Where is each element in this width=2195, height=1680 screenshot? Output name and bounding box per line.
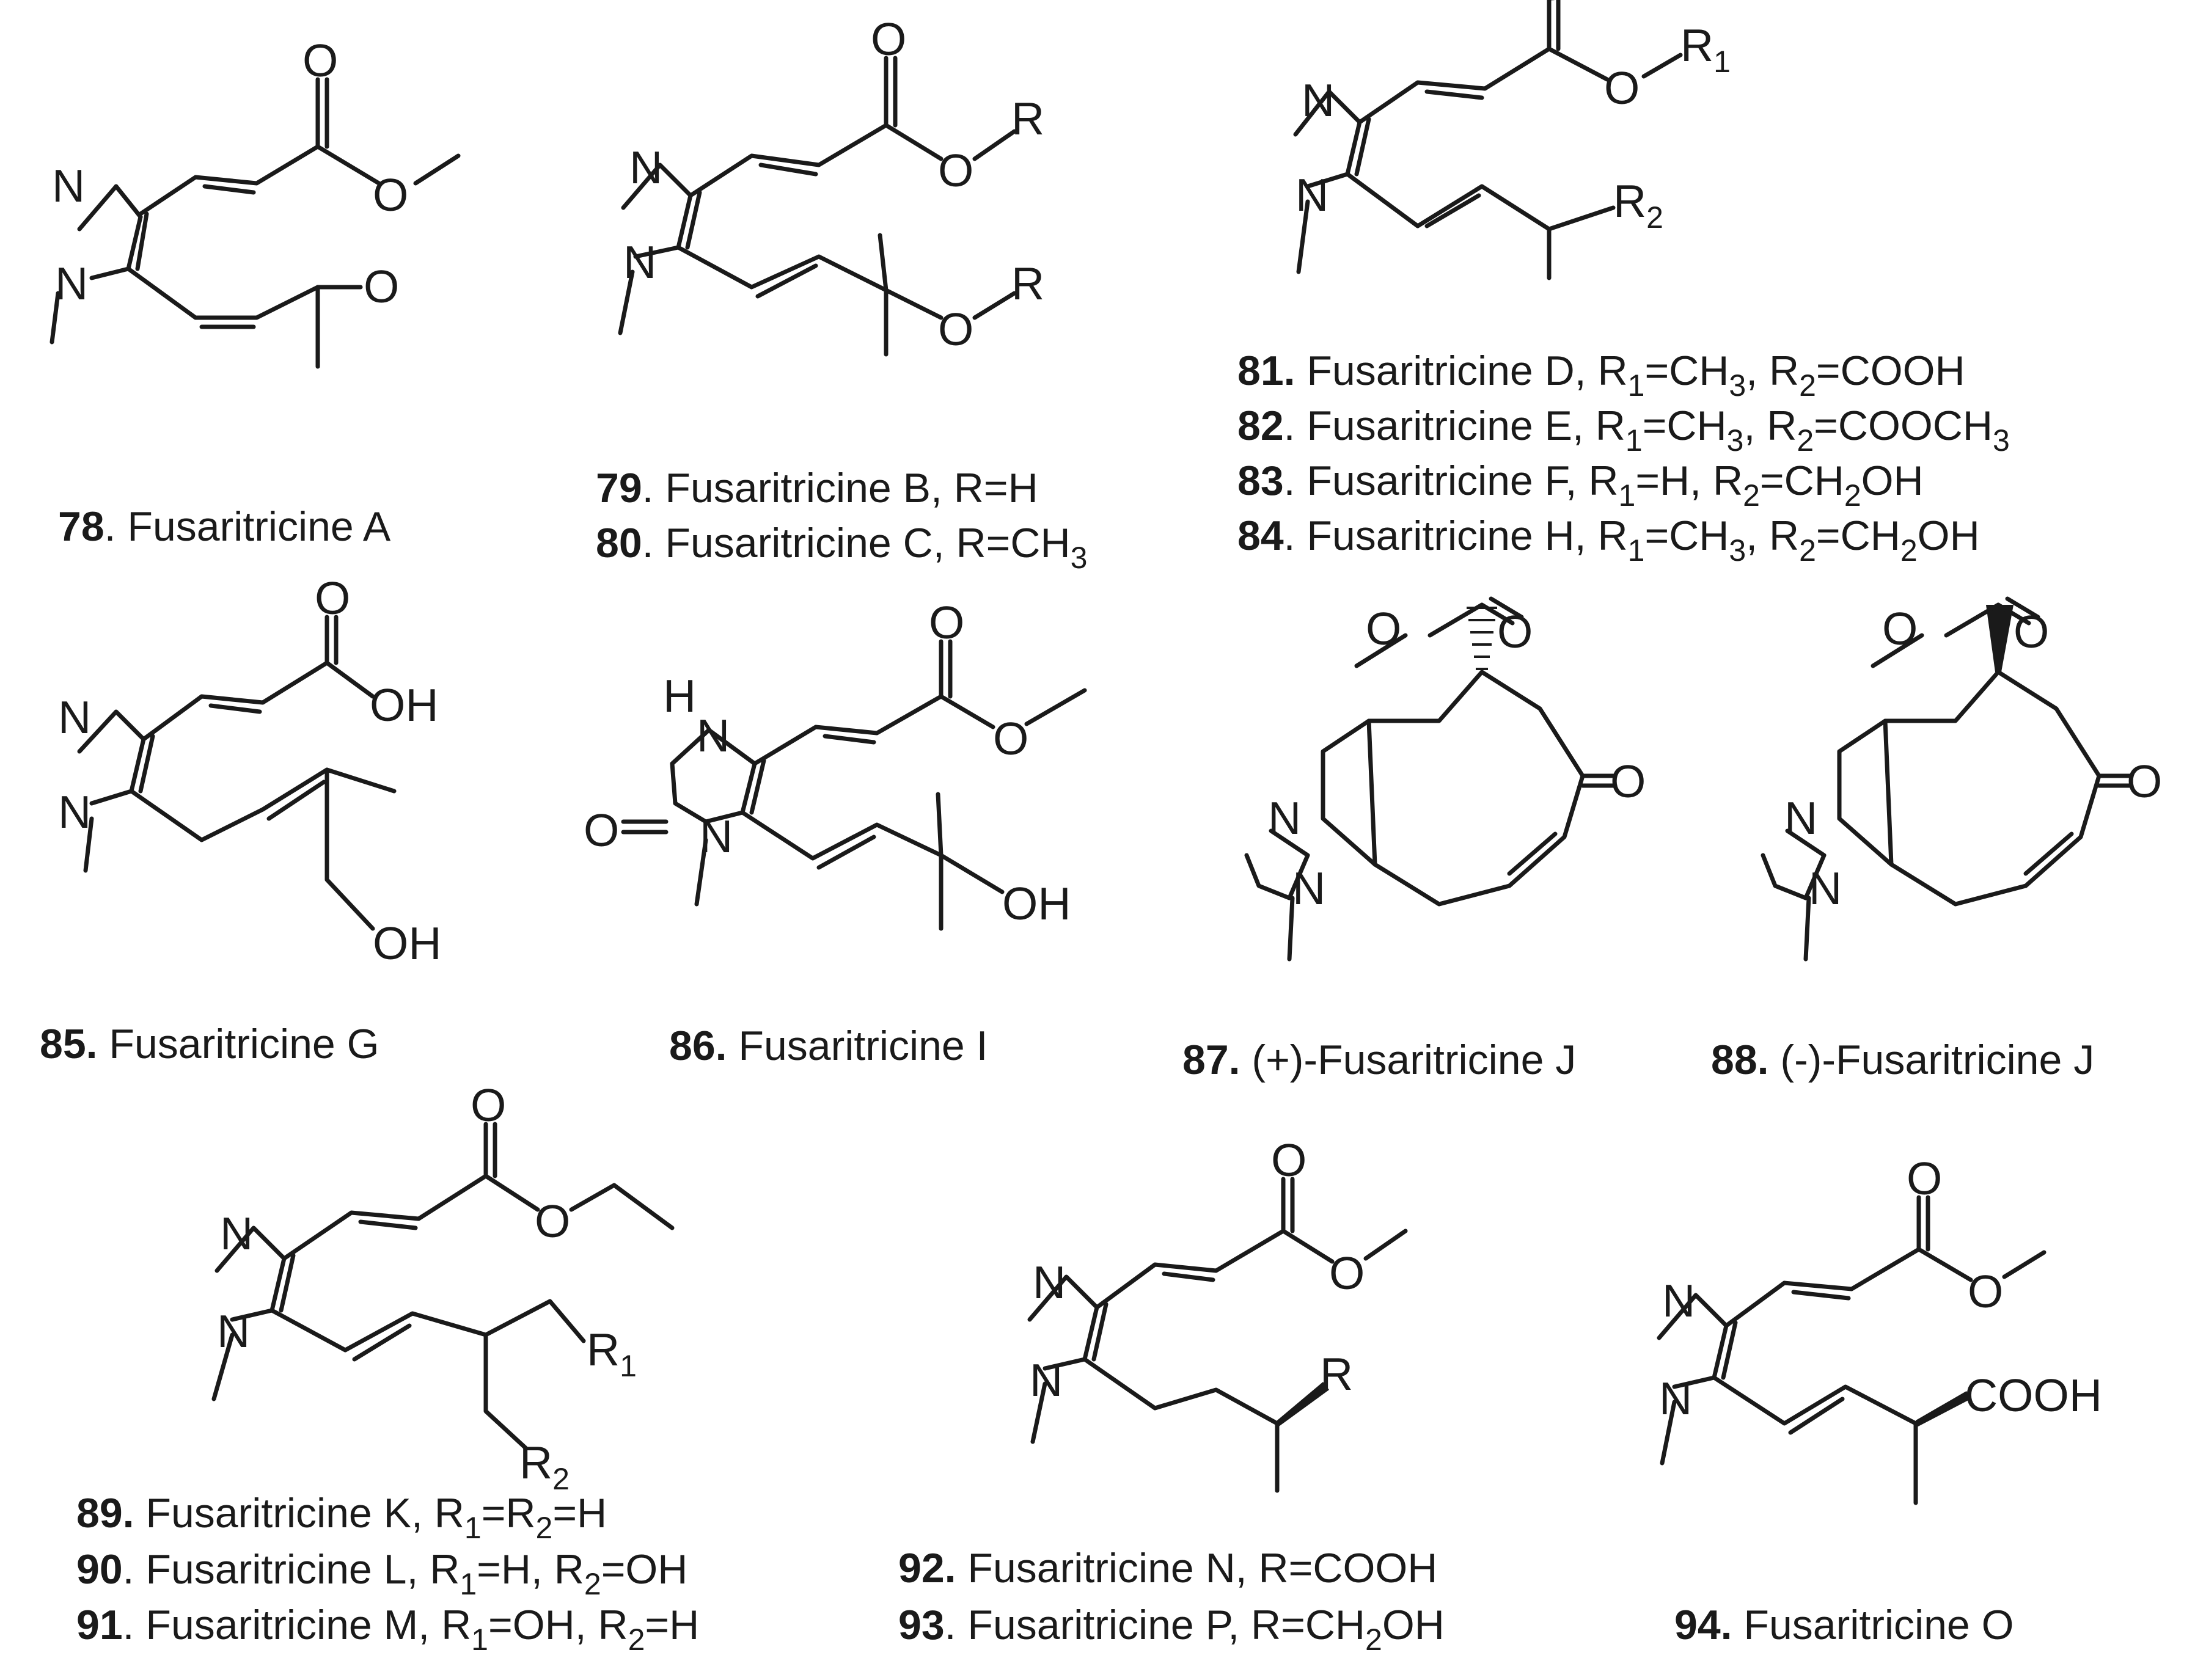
atom-o: O	[1329, 1247, 1365, 1299]
caption-89: 89. Fusaritricine K, R1=R2=H	[76, 1490, 607, 1545]
atom-n: N	[55, 258, 88, 309]
caption-78: 78. Fusaritricine A	[58, 503, 391, 550]
structure-87: O O N N O	[1244, 596, 1646, 962]
structure-94: N N O O COOH	[1657, 1153, 2102, 1505]
atom-o: O	[315, 572, 350, 624]
atom-r: R	[1011, 258, 1044, 309]
atom-n: N	[217, 1306, 250, 1357]
atom-n: N	[1809, 863, 1842, 914]
atom-n: N	[1268, 792, 1301, 844]
atom-cooh: COOH	[1965, 1370, 2102, 1421]
atom-o: O	[1610, 756, 1646, 807]
structure-78: N N O O O	[49, 35, 461, 369]
caption-90: 90. Fusaritricine L, R1=H, R2=OH	[76, 1546, 687, 1601]
caption-80: 80. Fusaritricine C, R=CH3	[596, 520, 1087, 575]
atom-o: O	[1968, 1266, 2003, 1317]
atom-o: O	[535, 1196, 570, 1247]
caption-83: 83. Fusaritricine F, R1=H, R2=CH2OH	[1237, 458, 1924, 513]
atom-r2: R2	[1613, 175, 1663, 235]
atom-r: R	[1011, 93, 1044, 144]
structure-79-80: N N O O R O R	[618, 13, 1044, 357]
structure-85: N N O OH OH	[58, 572, 442, 969]
atom-h: H	[663, 670, 696, 721]
atom-o: O	[938, 145, 973, 196]
caption-81: 81. Fusaritricine D, R1=CH3, R2=COOH	[1237, 348, 1965, 403]
caption-85: 85. Fusaritricine G	[40, 1021, 379, 1067]
atom-n: N	[700, 811, 733, 862]
atom-n: N	[1659, 1373, 1692, 1424]
atom-o: O	[929, 597, 964, 648]
atom-o: O	[1497, 606, 1533, 657]
atom-o: O	[1604, 62, 1640, 114]
caption-82: 82. Fusaritricine E, R1=CH3, R2=COOCH3	[1237, 403, 2010, 458]
atom-oh: OH	[1002, 878, 1071, 929]
atom-n: N	[1662, 1275, 1695, 1326]
atom-r1: R1	[1680, 20, 1731, 79]
atom-n: N	[1033, 1257, 1066, 1308]
atom-n: N	[58, 786, 91, 838]
structure-88: O O N N O	[1761, 596, 2162, 962]
atom-r: R	[1320, 1348, 1353, 1400]
atom-r1: R1	[587, 1324, 637, 1383]
structure-86: H N O N O O OH	[584, 597, 1087, 931]
atom-o: O	[871, 13, 906, 65]
caption-87: 87. (+)-Fusaritricine J	[1182, 1037, 1576, 1083]
caption-93: 93. Fusaritricine P, R=CH2OH	[898, 1602, 1445, 1657]
atom-o: O	[364, 261, 399, 312]
atom-o: O	[584, 805, 619, 856]
atom-oh: OH	[373, 918, 442, 969]
structure-89-91: N N O O R1 R2	[211, 1079, 675, 1496]
atom-oh: OH	[370, 679, 439, 731]
atom-o: O	[302, 35, 338, 86]
atom-o: O	[373, 169, 408, 221]
atom-n: N	[1295, 169, 1328, 221]
atom-n: N	[623, 236, 656, 288]
atom-o: O	[1534, 0, 1569, 10]
caption-94: 94. Fusaritricine O	[1674, 1602, 2014, 1648]
caption-92: 92. Fusaritricine N, R=COOH	[898, 1545, 1437, 1591]
atom-o: O	[993, 713, 1028, 764]
atom-o: O	[1366, 603, 1401, 654]
atom-n: N	[52, 160, 85, 211]
atom-o: O	[1271, 1134, 1306, 1186]
atom-n: N	[58, 692, 91, 743]
atom-o: O	[471, 1079, 506, 1131]
atom-n: N	[1030, 1354, 1063, 1406]
atom-n: N	[1302, 75, 1335, 126]
atom-n: N	[697, 710, 730, 761]
atom-r2: R2	[519, 1437, 570, 1496]
caption-88: 88. (-)-Fusaritricine J	[1711, 1037, 2094, 1083]
structure-81-84: N N O O R1 R2	[1293, 0, 1731, 280]
structure-92-93: N N O O R	[1027, 1134, 1408, 1493]
caption-79: 79. Fusaritricine B, R=H	[596, 465, 1038, 511]
solid-wedge	[1277, 1382, 1329, 1428]
solid-wedge	[1916, 1391, 1971, 1428]
caption-84: 84. Fusaritricine H, R1=CH3, R2=CH2OH	[1237, 513, 1980, 568]
atom-n: N	[1292, 863, 1325, 914]
atom-o: O	[2127, 756, 2162, 807]
atom-o: O	[1907, 1153, 1942, 1204]
hashed-wedge	[1467, 607, 1497, 670]
atom-n: N	[1784, 792, 1817, 844]
caption-86: 86. Fusaritricine I	[669, 1023, 988, 1069]
atom-o: O	[938, 304, 973, 355]
atom-o: O	[2014, 606, 2049, 657]
solid-wedge	[1986, 605, 2014, 672]
caption-91: 91. Fusaritricine M, R1=OH, R2=H	[76, 1602, 699, 1657]
atom-n: N	[629, 142, 662, 193]
atom-o: O	[1882, 603, 1918, 654]
atom-n: N	[220, 1208, 253, 1259]
